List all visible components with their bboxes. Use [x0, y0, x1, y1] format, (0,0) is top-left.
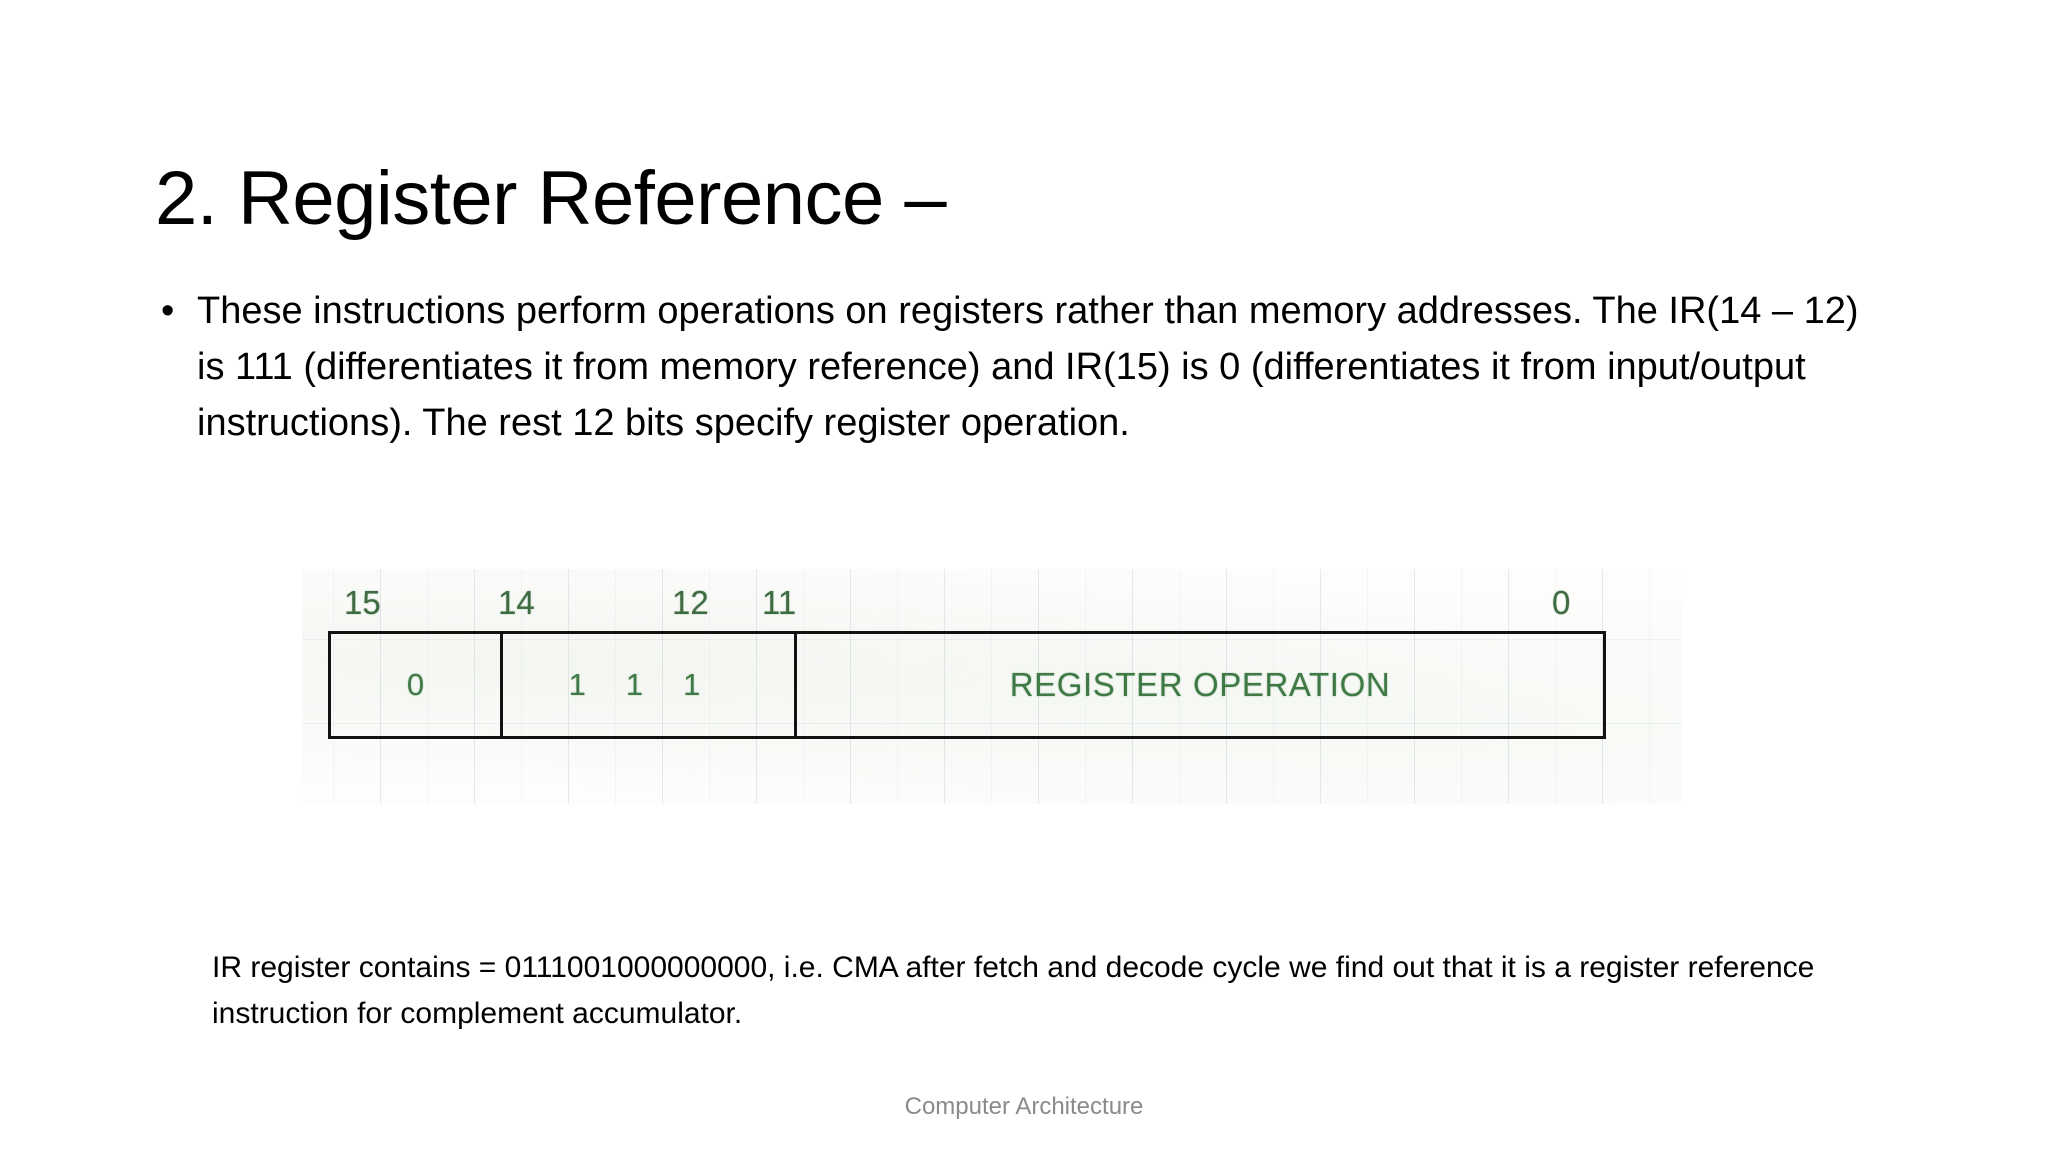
list-item: • These instructions perform operations … — [155, 283, 1870, 451]
field-i-bit: 0 — [331, 634, 503, 736]
bit-label-0: 0 — [1552, 584, 1571, 621]
page-title: 2. Register Reference – — [155, 155, 947, 241]
instruction-format-diagram: 15 14 12 11 0 0 1 1 1 REGISTER OPERATION — [302, 569, 1682, 804]
bit-label-12: 12 — [672, 584, 709, 621]
bullet-item-text: These instructions perform operations on… — [197, 290, 1859, 444]
bit-label-11: 11 — [762, 584, 797, 621]
opcode-bit-13: 1 — [625, 667, 644, 702]
opcode-bit-14: 1 — [568, 667, 586, 702]
instruction-format-box: 0 1 1 1 REGISTER OPERATION — [328, 631, 1606, 739]
opcode-bit-12: 1 — [683, 667, 701, 702]
bit-label-15: 15 — [344, 584, 381, 621]
field-i-bit-value: 0 — [406, 667, 425, 702]
bullet-list: • These instructions perform operations … — [155, 283, 1870, 451]
field-opcode-bits: 1 1 1 — [569, 667, 701, 703]
field-register-operation: REGISTER OPERATION — [797, 634, 1603, 736]
field-register-operation-label: REGISTER OPERATION — [1009, 666, 1391, 703]
bit-label-14: 14 — [498, 584, 535, 621]
field-opcode: 1 1 1 — [503, 634, 797, 736]
slide-footer: Computer Architecture — [904, 1093, 1144, 1120]
explanatory-note: IR register contains = 0111001000000000,… — [212, 951, 1815, 1030]
bit-index-ruler: 15 14 12 11 0 — [302, 583, 1682, 631]
bullet-point-icon: • — [161, 290, 175, 332]
